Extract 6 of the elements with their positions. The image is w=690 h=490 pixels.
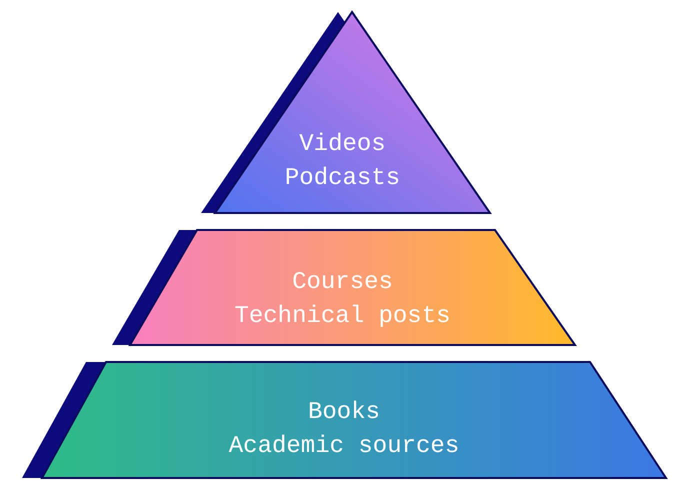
tier-label: Books — [308, 398, 380, 428]
tier-label: Academic sources — [228, 432, 460, 462]
tier-label: Courses — [292, 268, 393, 298]
tier-label: Technical posts — [234, 302, 451, 332]
tier-label: Podcasts — [284, 164, 400, 194]
tier-label: Videos — [299, 130, 386, 160]
